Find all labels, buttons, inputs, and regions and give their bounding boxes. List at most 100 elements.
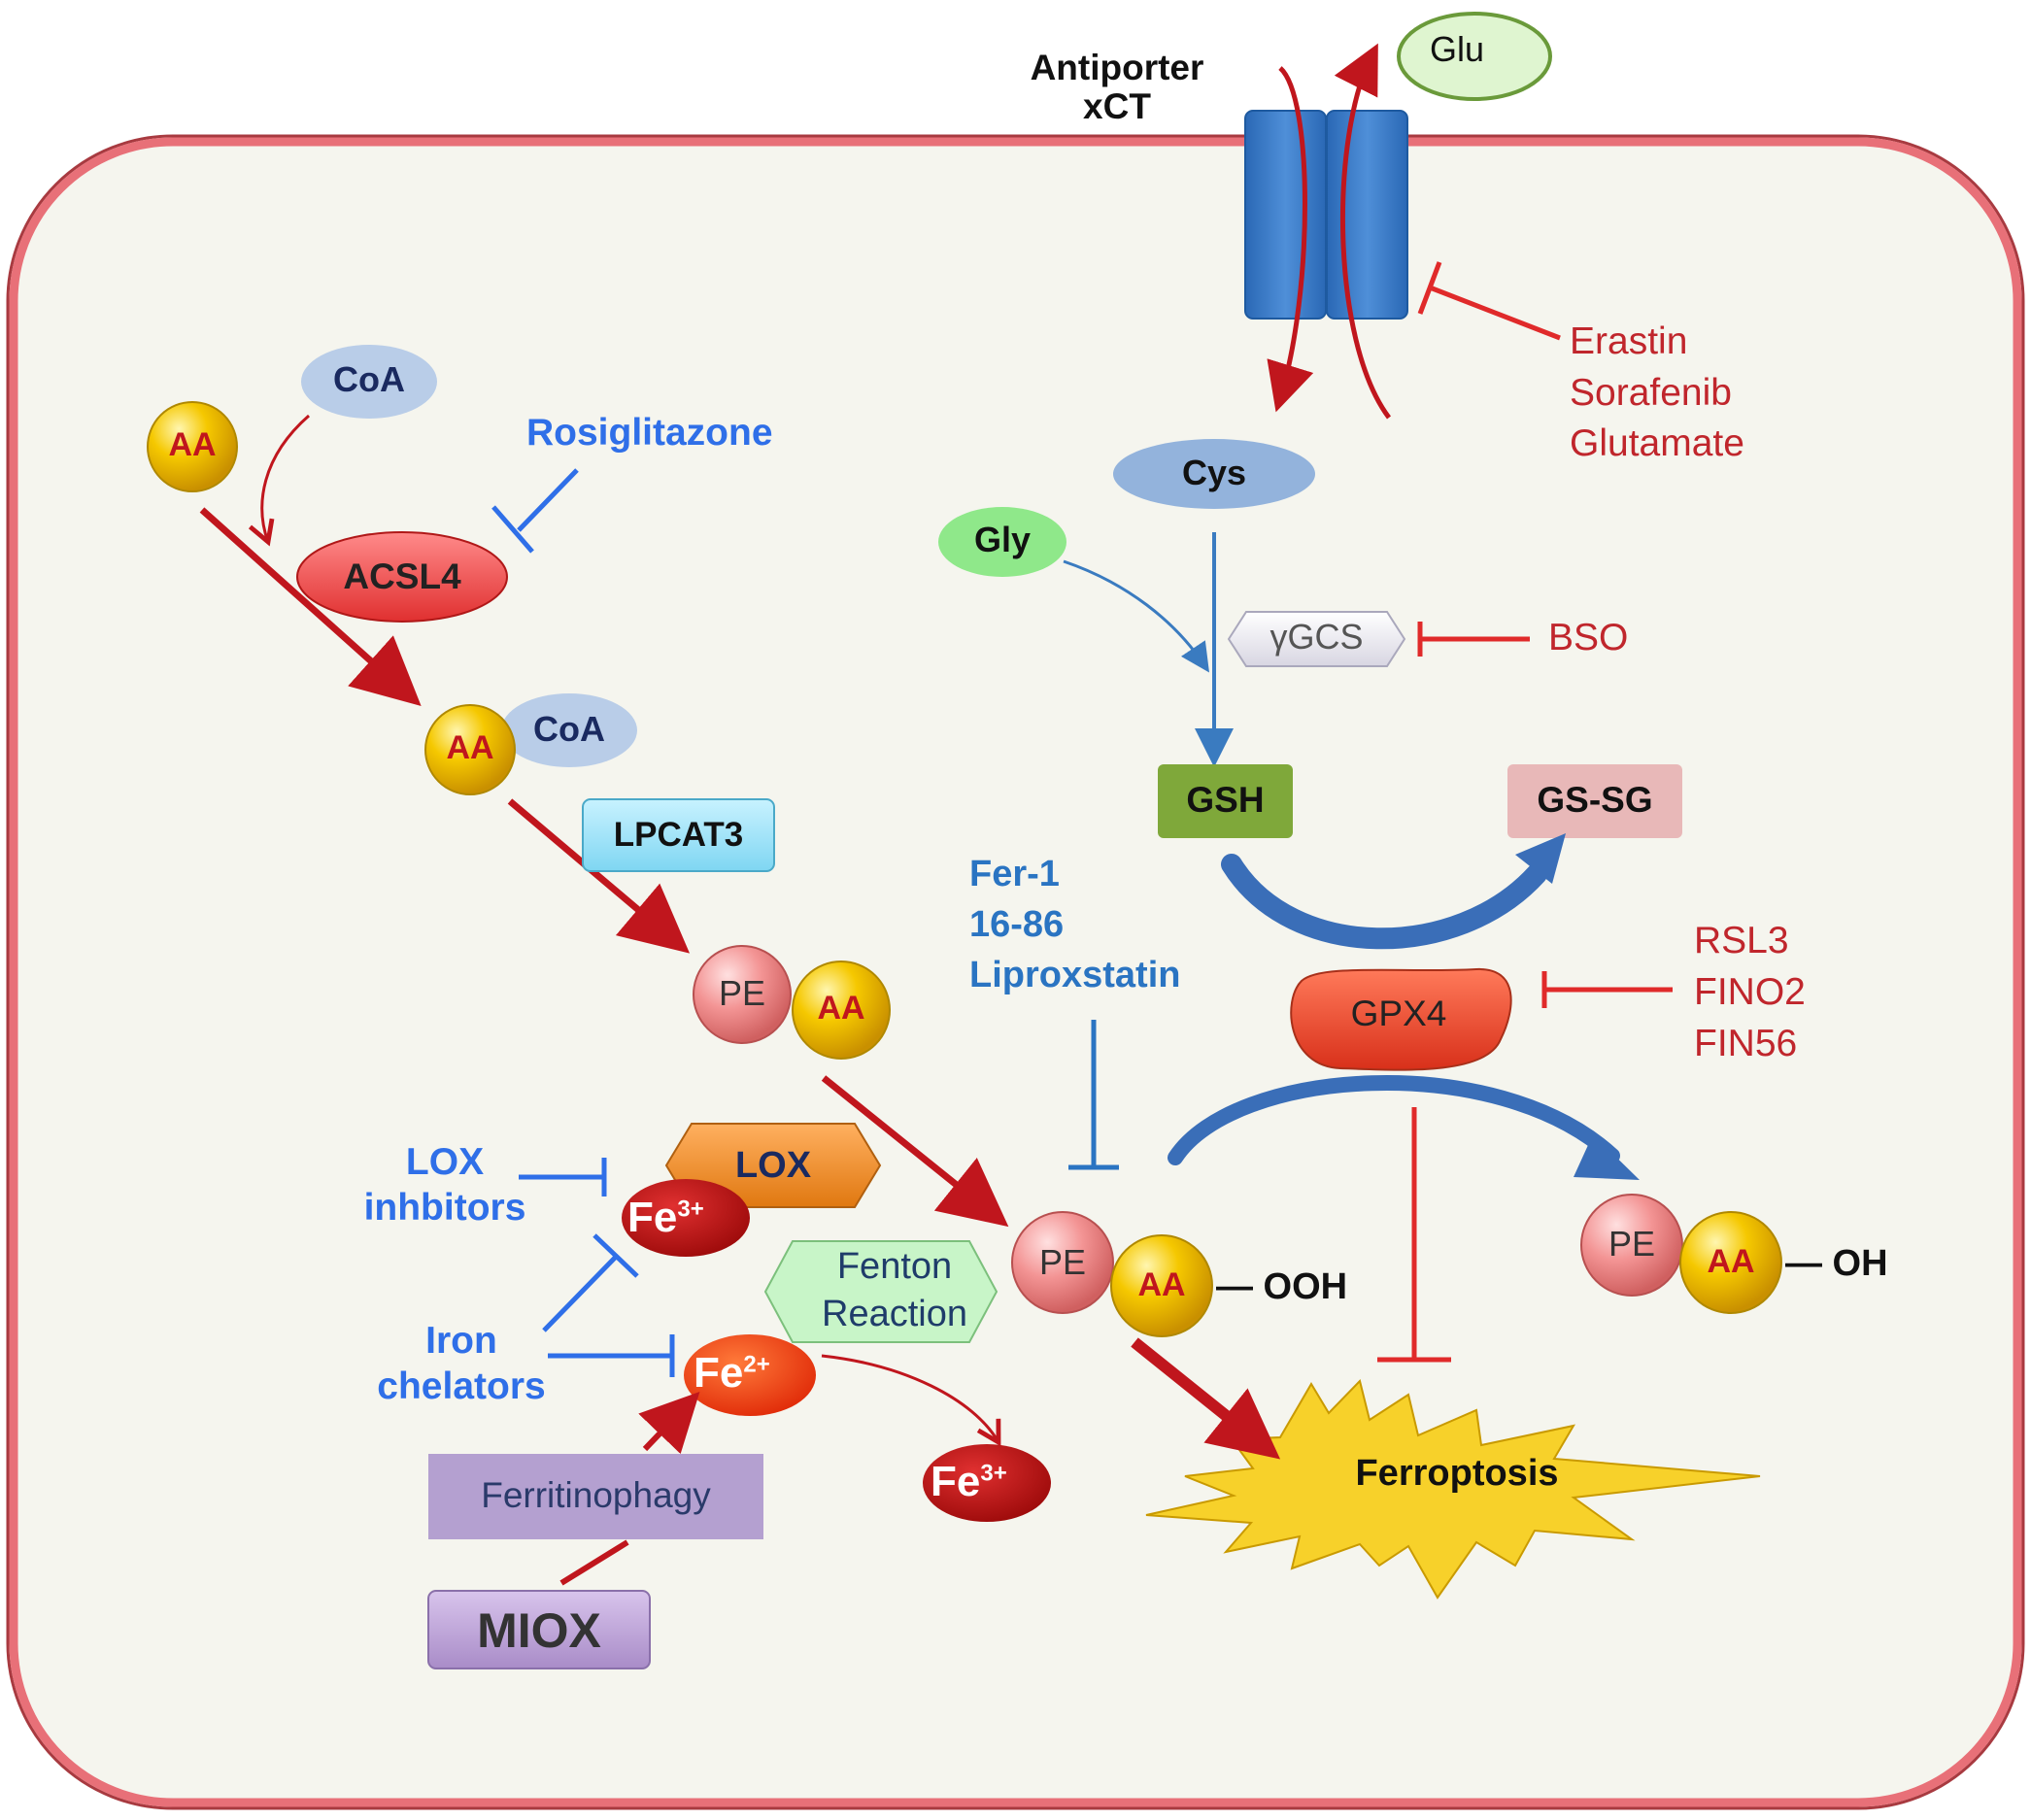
- fer1-label: Fer-1: [969, 854, 1060, 894]
- sorafenib-label: Sorafenib: [1570, 371, 1732, 414]
- xct-label: Antiporter xCT: [1000, 49, 1234, 126]
- gly-to-gsh-arrow: [1063, 559, 1209, 673]
- glu-oval: [1397, 12, 1552, 101]
- aa-ball-coa: [424, 704, 516, 795]
- lpcat3-label: LPCAT3: [613, 816, 744, 854]
- peaa-to-peaaooh-arrow: [821, 1075, 1009, 1228]
- xct-label-line1: Antiporter: [1030, 48, 1204, 87]
- rosiglitazone-label: Rosiglitazone: [526, 412, 773, 454]
- ferritinophagy-box: [428, 1454, 763, 1539]
- gpx4-reduction-arrowhead: [1574, 1134, 1640, 1180]
- fe2-to-fe3-arrow: [821, 1354, 1001, 1447]
- fe3-product-symbol: Fe: [931, 1458, 981, 1505]
- coa-oval: [301, 345, 437, 419]
- coa-to-acsl4-arrow: [248, 414, 310, 547]
- coa-label-bound: CoA: [533, 709, 605, 749]
- rsl3-label: RSL3: [1694, 920, 1789, 961]
- cys-oval: [1113, 439, 1315, 509]
- xct-transporter: [1244, 110, 1408, 320]
- pe-label-3: PE: [1608, 1224, 1656, 1264]
- erastin-label: Erastin: [1570, 320, 1688, 362]
- gsh-to-gssg-arrowhead: [1515, 833, 1566, 884]
- glu-export-arrow: [1334, 43, 1392, 420]
- ooh-label: — OOH: [1216, 1266, 1348, 1307]
- aa-ball-2: [1110, 1234, 1213, 1337]
- gssg-label: GS-SG: [1537, 780, 1653, 820]
- aa-ball-free: [147, 401, 238, 492]
- pe-ball-3: [1580, 1194, 1683, 1297]
- fenton-line2: Reaction: [822, 1293, 967, 1334]
- lpcat3-box: [582, 798, 775, 872]
- aa-to-aacoa-arrow: [199, 507, 422, 707]
- lox-inhibitor-label: LOX inhbitors: [348, 1140, 542, 1231]
- miox-label: MIOX: [477, 1603, 601, 1658]
- oh-label: — OH: [1785, 1243, 1888, 1284]
- fe3-symbol: Fe: [627, 1194, 678, 1241]
- gpx4-shape: [1290, 967, 1512, 1071]
- aa-label-free: AA: [168, 426, 217, 463]
- lox-inhibitor-line1: LOX: [405, 1141, 485, 1183]
- miox-box: [427, 1590, 651, 1669]
- cys-label: Cys: [1181, 453, 1247, 492]
- fe2-oval: [684, 1334, 816, 1416]
- rosiglitazone-inhibitor-bar: [491, 505, 534, 554]
- aa-label-1: AA: [817, 990, 865, 1027]
- cell-membrane-inner: [9, 137, 2022, 1807]
- pe-ball-1: [693, 945, 792, 1044]
- aa-label-2: AA: [1137, 1266, 1186, 1303]
- xct-inhibitor-bar: [1417, 261, 1442, 315]
- liproxstatin-label: Liproxstatin: [969, 955, 1181, 996]
- ferritinophagy-label: Ferritinophagy: [481, 1475, 711, 1515]
- lox-inhibitor-line2: inhbitors: [363, 1186, 526, 1229]
- 1686-label: 16-86: [969, 904, 1065, 946]
- peaaooh-to-ferroptosis-arrow: [1131, 1337, 1281, 1460]
- gpx4-inhibitor-list: RSL3 FINO2 FIN56: [1694, 915, 1806, 1069]
- coa-oval-bound: [501, 693, 637, 767]
- gsh-label: GSH: [1186, 780, 1265, 820]
- fe3-oval-lox: [622, 1179, 750, 1257]
- fe2-label: Fe2+: [694, 1350, 770, 1397]
- xct-inhibitor-line: [1429, 285, 1561, 341]
- gly-label: Gly: [973, 520, 1032, 559]
- fe3-label-product: Fe3+: [931, 1459, 1007, 1505]
- cell-membrane: [6, 134, 2025, 1810]
- coa-label-top: CoA: [333, 359, 405, 399]
- gsh-box: [1158, 764, 1293, 838]
- ygcs-hexagon: [1227, 611, 1406, 667]
- xct-label-line2: xCT: [1083, 85, 1151, 126]
- aa-label-3: AA: [1707, 1243, 1755, 1280]
- iron-chelator-line1: Iron: [425, 1320, 497, 1362]
- fenton-line1: Fenton: [836, 1246, 953, 1287]
- fe3-charge: 3+: [677, 1196, 704, 1223]
- ygcs-label: γGCS: [1269, 617, 1364, 657]
- cys-import-arrow: [1267, 66, 1314, 413]
- iron-chelator-to-fe3-bar: [592, 1233, 639, 1278]
- iron-chelator-label: Iron chelators: [350, 1319, 573, 1410]
- lox-label: LOX: [734, 1145, 812, 1186]
- glutamate-label: Glutamate: [1570, 422, 1744, 465]
- ferroptosis-starburst: [1145, 1379, 1761, 1600]
- iron-chelator-to-fe3-line: [542, 1253, 620, 1332]
- bso-label: BSO: [1548, 617, 1629, 658]
- fe3-product-charge: 3+: [980, 1460, 1007, 1487]
- miox-to-ferritinophagy-arrow: [559, 1539, 629, 1586]
- aa-label-coa: AA: [446, 729, 494, 766]
- gsh-to-gssg-arrow: [1221, 854, 1547, 950]
- glu-label: Glu: [1429, 29, 1485, 69]
- fe2-charge: 2+: [743, 1351, 770, 1378]
- fe3-oval-product: [923, 1444, 1051, 1522]
- pe-label-2: PE: [1038, 1242, 1087, 1282]
- fin56-label: FIN56: [1694, 1023, 1798, 1065]
- fino2-label: FINO2: [1694, 971, 1806, 1014]
- fenton-hexagon: [763, 1240, 999, 1343]
- acsl4-oval: [296, 531, 508, 623]
- iron-chelator-line2: chelators: [377, 1365, 546, 1407]
- aa-ball-1: [792, 961, 891, 1060]
- gpx4-reduction-arrow: [1168, 1075, 1620, 1165]
- gly-oval: [938, 507, 1066, 577]
- fer1-inhibitor-list: Fer-1 16-86 Liproxstatin: [969, 849, 1180, 1000]
- rosiglitazone-inhibitor-line: [517, 468, 579, 532]
- ferritinophagy-to-fe2-arrow: [638, 1391, 700, 1455]
- gssg-box: [1507, 764, 1682, 838]
